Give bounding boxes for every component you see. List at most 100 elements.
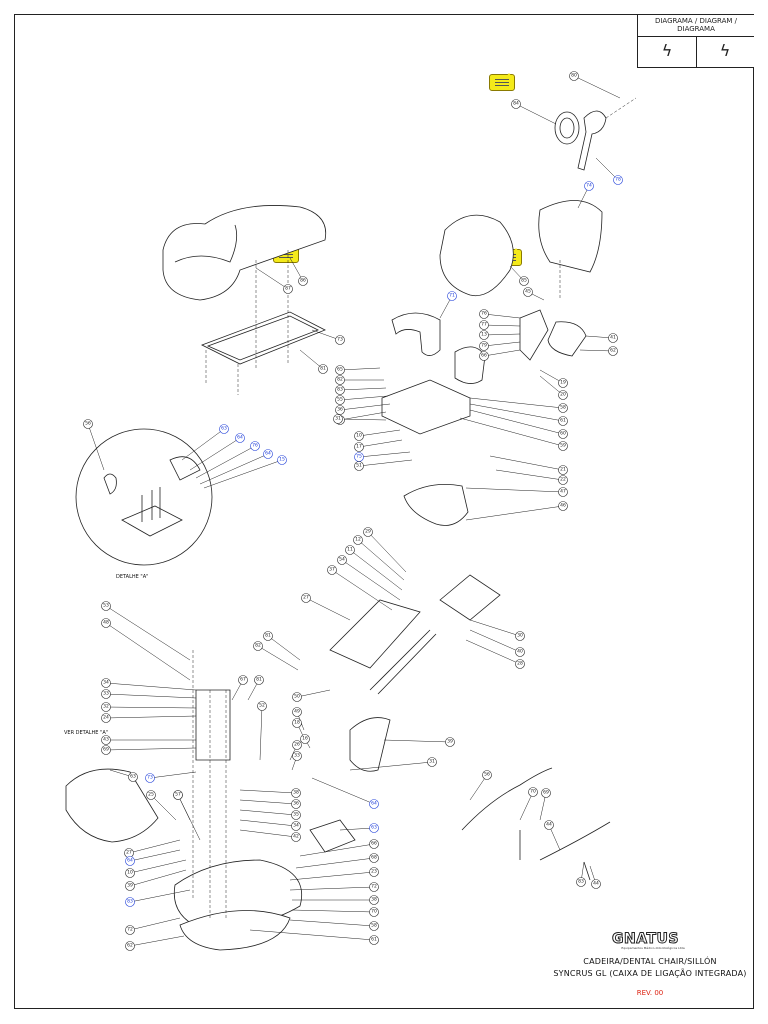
part-callout-11[interactable]: 11 <box>345 545 355 555</box>
part-callout-23[interactable]: 23 <box>369 867 379 877</box>
part-callout-74[interactable]: 74 <box>584 181 594 191</box>
part-callout-57[interactable]: 57 <box>173 790 183 800</box>
part-callout-47[interactable]: 47 <box>558 487 568 497</box>
part-callout-64[interactable]: 64 <box>369 799 379 809</box>
part-callout-64[interactable]: 64 <box>263 449 273 459</box>
part-callout-64[interactable]: 64 <box>125 856 135 866</box>
part-callout-46[interactable]: 46 <box>558 501 568 511</box>
part-callout-44[interactable]: 44 <box>544 820 554 830</box>
part-callout-50[interactable]: 50 <box>292 692 302 702</box>
part-callout-31[interactable]: 31 <box>427 757 437 767</box>
part-callout-28[interactable]: 28 <box>515 659 525 669</box>
wiring-diagram-box[interactable]: DIAGRAMA / DIAGRAM / DIAGRAMA ϟ ϟ <box>637 15 754 68</box>
part-callout-82[interactable]: 82 <box>253 641 263 651</box>
part-callout-10[interactable]: 10 <box>354 431 364 441</box>
part-callout-69[interactable]: 69 <box>541 788 551 798</box>
part-callout-21[interactable]: 21 <box>558 465 568 475</box>
part-callout-18[interactable]: 18 <box>292 718 302 728</box>
part-callout-17[interactable]: 17 <box>354 442 364 452</box>
part-callout-22[interactable]: 22 <box>558 475 568 485</box>
part-callout-38[interactable]: 38 <box>369 895 379 905</box>
part-callout-39[interactable]: 39 <box>445 737 455 747</box>
part-callout-37[interactable]: 37 <box>327 565 337 575</box>
part-callout-73[interactable]: 73 <box>145 773 155 783</box>
part-callout-60[interactable]: 60 <box>558 429 568 439</box>
electric-bolt-icon[interactable]: ϟ <box>719 41 731 60</box>
part-callout-72[interactable]: 72 <box>369 882 379 892</box>
part-callout-41[interactable]: 41 <box>608 333 618 343</box>
part-callout-12[interactable]: 12 <box>353 535 363 545</box>
part-callout-81[interactable]: 81 <box>254 675 264 685</box>
part-callout-26[interactable]: 26 <box>292 740 302 750</box>
part-callout-51[interactable]: 51 <box>354 461 364 471</box>
part-callout-67[interactable]: 67 <box>238 675 248 685</box>
part-callout-55[interactable]: 55 <box>335 395 345 405</box>
part-callout-53[interactable]: 53 <box>101 601 111 611</box>
part-callout-25[interactable]: 25 <box>146 790 156 800</box>
note-icon[interactable] <box>489 73 515 91</box>
part-callout-16[interactable]: 16 <box>300 734 310 744</box>
part-callout-84[interactable]: 84 <box>511 99 521 109</box>
part-callout-33[interactable]: 33 <box>292 751 302 761</box>
part-callout-36[interactable]: 36 <box>291 799 301 809</box>
part-callout-85[interactable]: 85 <box>519 276 529 286</box>
part-callout-31[interactable]: 31 <box>333 414 343 424</box>
part-callout-66[interactable]: 66 <box>479 351 489 361</box>
part-callout-34[interactable]: 34 <box>291 821 301 831</box>
part-callout-27[interactable]: 27 <box>124 848 134 858</box>
part-callout-10[interactable]: 10 <box>125 868 135 878</box>
part-callout-83[interactable]: 83 <box>576 877 586 887</box>
part-callout-81[interactable]: 81 <box>318 364 328 374</box>
part-callout-34[interactable]: 34 <box>101 678 111 688</box>
part-callout-77[interactable]: 77 <box>479 320 489 330</box>
part-callout-42[interactable]: 42 <box>291 832 301 842</box>
part-callout-58[interactable]: 58 <box>558 403 568 413</box>
part-callout-30[interactable]: 30 <box>515 631 525 641</box>
part-callout-83[interactable]: 83 <box>335 385 345 395</box>
part-callout-43[interactable]: 43 <box>101 735 111 745</box>
part-callout-39[interactable]: 39 <box>125 881 135 891</box>
part-callout-48[interactable]: 48 <box>101 618 111 628</box>
part-callout-83[interactable]: 83 <box>125 897 135 907</box>
part-callout-63[interactable]: 63 <box>128 772 138 782</box>
part-callout-78[interactable]: 78 <box>613 175 623 185</box>
part-callout-80[interactable]: 80 <box>569 71 579 81</box>
part-callout-68[interactable]: 68 <box>369 853 379 863</box>
part-callout-40[interactable]: 40 <box>515 647 525 657</box>
part-callout-66[interactable]: 66 <box>369 839 379 849</box>
part-callout-73[interactable]: 73 <box>335 335 345 345</box>
part-callout-27[interactable]: 27 <box>301 593 311 603</box>
part-callout-75[interactable]: 75 <box>354 452 364 462</box>
part-callout-72[interactable]: 72 <box>125 925 135 935</box>
part-callout-35[interactable]: 35 <box>291 810 301 820</box>
part-callout-56[interactable]: 56 <box>482 770 492 780</box>
part-callout-69[interactable]: 69 <box>101 745 111 755</box>
part-callout-62[interactable]: 62 <box>125 941 135 951</box>
part-callout-13[interactable]: 13 <box>479 330 489 340</box>
part-callout-45[interactable]: 45 <box>523 287 533 297</box>
part-callout-71[interactable]: 71 <box>447 291 457 301</box>
part-callout-81[interactable]: 81 <box>263 631 273 641</box>
part-callout-38[interactable]: 38 <box>291 788 301 798</box>
part-callout-76[interactable]: 76 <box>479 309 489 319</box>
part-callout-63[interactable]: 63 <box>219 424 229 434</box>
part-callout-20[interactable]: 20 <box>558 390 568 400</box>
part-callout-36[interactable]: 36 <box>335 405 345 415</box>
part-callout-54[interactable]: 54 <box>337 555 347 565</box>
part-callout-44[interactable]: 44 <box>591 879 601 889</box>
part-callout-52[interactable]: 52 <box>257 701 267 711</box>
part-callout-86[interactable]: 86 <box>298 276 308 286</box>
part-callout-82[interactable]: 82 <box>335 375 345 385</box>
part-callout-33[interactable]: 33 <box>101 689 111 699</box>
part-callout-58[interactable]: 58 <box>369 921 379 931</box>
part-callout-29[interactable]: 29 <box>363 527 373 537</box>
part-callout-59[interactable]: 59 <box>558 441 568 451</box>
part-callout-32[interactable]: 32 <box>101 702 111 712</box>
part-callout-24[interactable]: 24 <box>101 713 111 723</box>
part-callout-76[interactable]: 76 <box>250 441 260 451</box>
part-callout-79[interactable]: 79 <box>479 341 489 351</box>
part-callout-65[interactable]: 65 <box>335 365 345 375</box>
part-callout-70[interactable]: 70 <box>369 907 379 917</box>
part-callout-70[interactable]: 70 <box>528 787 538 797</box>
part-callout-15[interactable]: 15 <box>277 455 287 465</box>
